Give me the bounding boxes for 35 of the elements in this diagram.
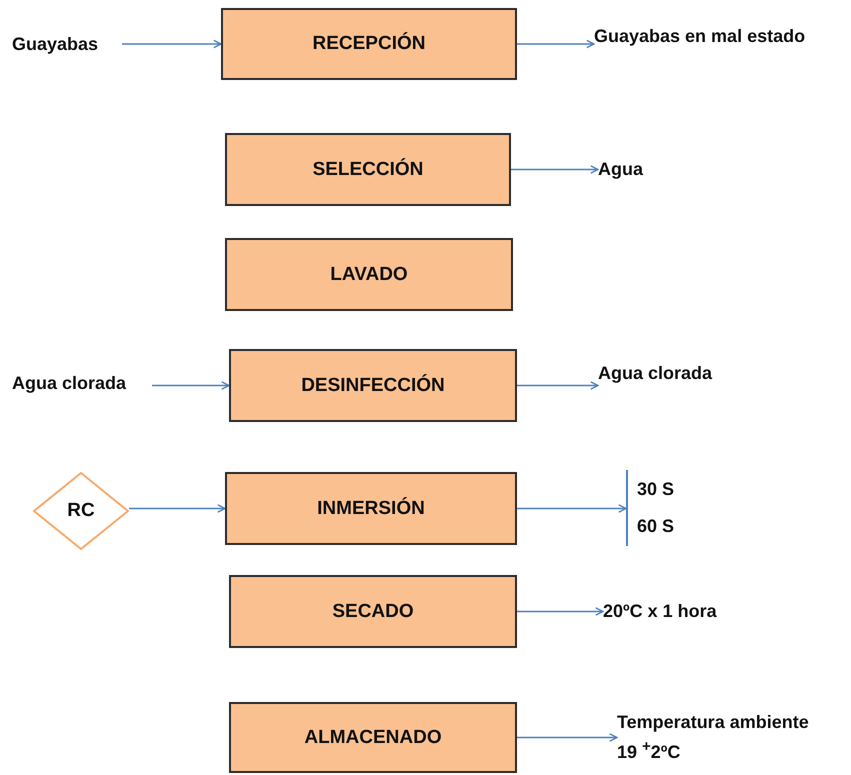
arrow: [517, 40, 595, 48]
process-label: LAVADO: [330, 264, 408, 286]
diamond-label: RC: [67, 500, 95, 522]
arrow: [517, 607, 604, 616]
process-label: DESINFECCIÓN: [301, 374, 445, 396]
process-label: SECADO: [332, 600, 414, 622]
stream-label: 20ºC x 1 hora: [603, 600, 717, 622]
stream-label: Agua: [598, 158, 643, 181]
time-label: 30 S: [637, 478, 674, 501]
process-box: [225, 472, 517, 545]
arrow: [511, 165, 599, 174]
process-box: [229, 575, 517, 648]
arrow: [517, 733, 618, 742]
process-box: [229, 702, 517, 773]
time-label: 60 S: [637, 515, 674, 538]
process-label: SELECCIÓN: [312, 158, 424, 180]
stream-label: Temperatura ambiente: [617, 710, 809, 734]
arrow: [122, 40, 222, 48]
stream-label: Guayabas: [12, 32, 98, 56]
process-label: INMERSIÓN: [317, 498, 425, 520]
process-label: ALMACENADO: [304, 726, 442, 748]
arrow: [129, 504, 226, 513]
decision-diamond: [33, 472, 129, 550]
process-box: [225, 238, 513, 311]
stream-label: Agua clorada: [12, 372, 126, 395]
process-box: [225, 133, 511, 206]
stream-label: 19 $^{+}$2ºC: [617, 736, 680, 764]
process-box: [229, 349, 517, 422]
stream-label: Agua clorada: [598, 362, 712, 385]
arrow: [517, 504, 627, 513]
process-box: [221, 8, 517, 80]
arrow: [517, 381, 599, 390]
stream-label: Guayabas en mal estado: [594, 24, 806, 48]
process-label: RECEPCIÓN: [312, 33, 426, 55]
arrow: [152, 381, 230, 390]
